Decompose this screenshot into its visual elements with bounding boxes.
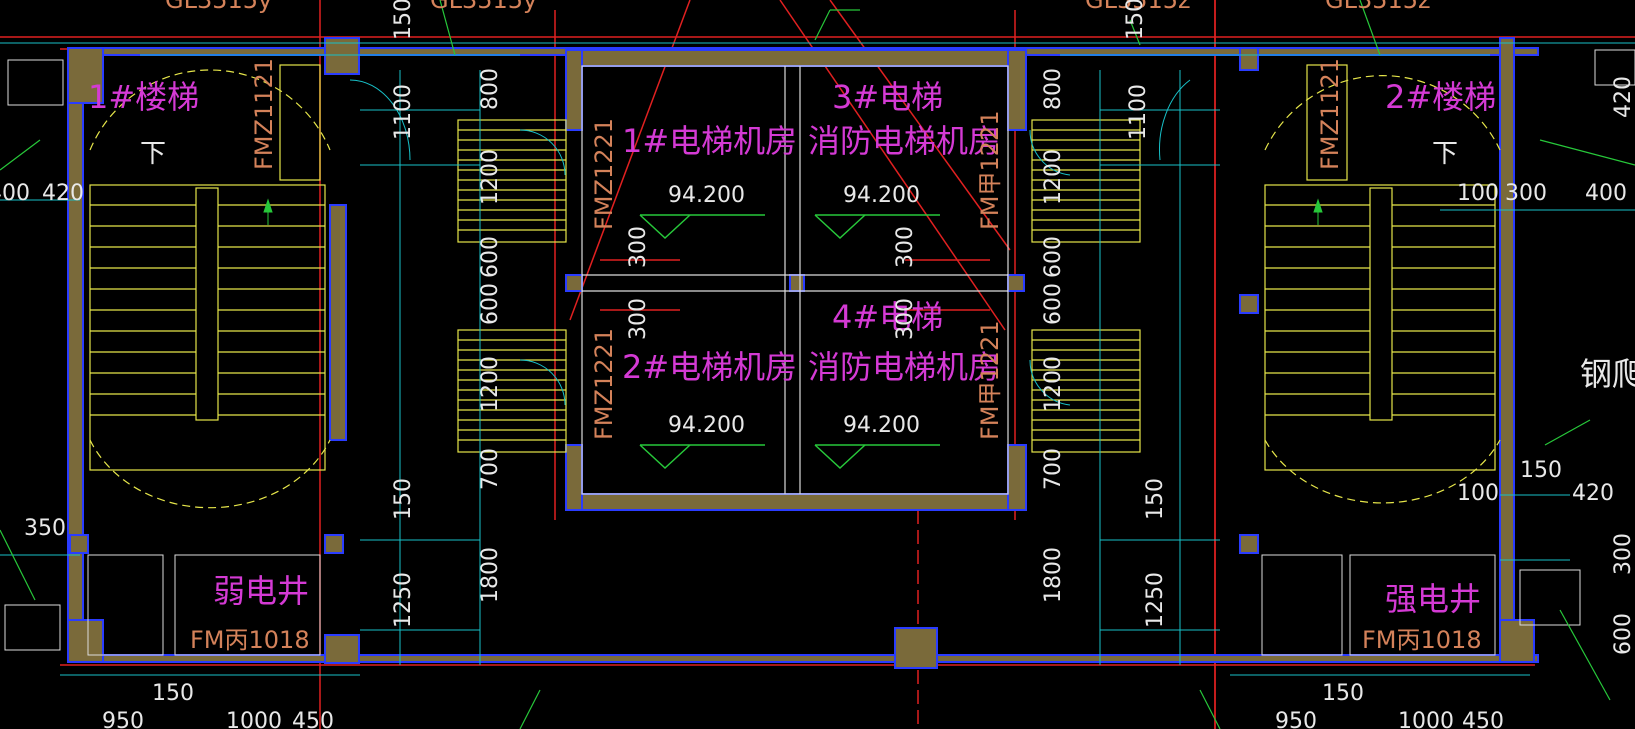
elevator-3-label: 3#电梯 xyxy=(832,78,943,116)
dim-700-left: 700 xyxy=(478,448,503,490)
stair-2-label: 2#楼梯 xyxy=(1385,78,1496,116)
dim-300-d: 300 xyxy=(893,298,918,340)
dim-1250-left: 1250 xyxy=(391,572,416,628)
door-sill xyxy=(1031,119,1141,243)
dim-bottom-950-right: 950 xyxy=(1275,709,1317,729)
dim-400-top-left: 400 xyxy=(0,181,30,206)
top-label-4: GL3515z xyxy=(1325,0,1431,14)
door-fmz1221-top: FMZ1221 xyxy=(590,118,618,230)
top-label-2: GL3515y xyxy=(430,0,537,14)
elevation-1: 94.200 xyxy=(668,183,745,208)
dim-bottom-450-right: 450 xyxy=(1462,709,1504,729)
dim-150-right-mid: 150 xyxy=(1520,458,1562,483)
top-label-1: GL3515y xyxy=(165,0,272,14)
dim-bottom-1000-right: 1000 xyxy=(1398,709,1454,729)
dim-100-right-1: 100 xyxy=(1457,181,1499,206)
dim-1200-left-2: 1200 xyxy=(478,356,503,412)
door-sill xyxy=(457,329,567,453)
dimension-lines xyxy=(0,42,1635,676)
door-fmz1121-right: FMZ1121 xyxy=(1316,58,1344,170)
elevation-2: 94.200 xyxy=(843,183,920,208)
stair-treads xyxy=(90,204,1495,416)
dim-bottom-150-left: 150 xyxy=(152,681,194,706)
white-labels: 下 下 钢爬 94.200 94.200 94.200 94.200 xyxy=(140,139,1635,438)
dim-700-right: 700 xyxy=(1041,448,1066,490)
dim-600-right-2: 600 xyxy=(1041,283,1066,325)
elevation-markers xyxy=(639,214,940,470)
dim-300-right-mid: 300 xyxy=(1611,533,1635,575)
dim-600-left-1: 600 xyxy=(478,236,503,278)
steel-ladder-label: 钢爬 xyxy=(1580,355,1635,393)
door-fmj1221-bottom: FM甲1221 xyxy=(976,320,1004,440)
dim-bottom-150-right: 150 xyxy=(1322,681,1364,706)
elevator-room-1-label: 1#电梯机房 xyxy=(622,122,797,160)
boundary-dashed xyxy=(4,49,1635,656)
room-labels: 1#楼梯 2#楼梯 1#电梯机房 3#电梯 消防电梯机房 4#电梯 2#电梯机房… xyxy=(88,78,1496,618)
dim-top-150-left: 150 xyxy=(391,0,416,40)
dim-1200-left-1: 1200 xyxy=(478,149,503,205)
door-fmz1121-left: FMZ1121 xyxy=(250,58,278,170)
door-fmb1018-left: FM丙1018 xyxy=(190,626,310,654)
dim-1200-right-1: 1200 xyxy=(1041,149,1066,205)
dim-150-left: 150 xyxy=(391,478,416,520)
elevator-4-label: 4#电梯 xyxy=(832,298,943,336)
dim-420-top-left: 420 xyxy=(42,181,84,206)
dim-1250-right: 1250 xyxy=(1143,572,1168,628)
stair-arrows xyxy=(263,198,1323,225)
dim-300-b: 300 xyxy=(626,298,651,340)
elevator-door-sills xyxy=(457,119,1141,453)
dim-1800-right: 1800 xyxy=(1041,547,1066,603)
dim-420-top-right: 420 xyxy=(1611,76,1635,118)
strong-shaft-label: 强电井 xyxy=(1385,580,1481,618)
door-labels: FMZ1121 FMZ1121 FMZ1221 FMZ1221 FM甲1221 … xyxy=(190,58,1482,654)
walls xyxy=(67,37,1539,669)
door-sill xyxy=(1031,329,1141,453)
dim-800-right: 800 xyxy=(1041,68,1066,110)
elevation-4: 94.200 xyxy=(843,413,920,438)
top-label-group: GL3515y GL3515y GL3515z GL3515z xyxy=(165,0,1431,14)
dim-1200-right-2: 1200 xyxy=(1041,356,1066,412)
dim-1100-left: 1100 xyxy=(391,84,416,140)
dim-600-right-1: 600 xyxy=(1041,236,1066,278)
dim-1100-right: 1100 xyxy=(1126,84,1151,140)
dim-1800-left: 1800 xyxy=(478,547,503,603)
dim-300-right-1: 300 xyxy=(1505,181,1547,206)
door-fmb1018-right: FM丙1018 xyxy=(1362,626,1482,654)
weak-shaft-label: 弱电井 xyxy=(213,572,309,610)
stair-landing-arcs xyxy=(89,69,1501,509)
top-label-3: GL3515z xyxy=(1085,0,1191,14)
dim-350: 350 xyxy=(24,516,66,541)
elevator-shaft-lines xyxy=(581,65,1009,495)
dim-bottom-1000-left: 1000 xyxy=(226,709,282,729)
fire-elevator-room-4-label: 消防电梯机房 xyxy=(808,348,1000,386)
door-fmz1221-bottom: FMZ1221 xyxy=(590,328,618,440)
stair-1-label: 1#楼梯 xyxy=(88,78,199,116)
stair-2-down-label: 下 xyxy=(1432,139,1458,169)
dim-300-c: 300 xyxy=(893,226,918,268)
door-sill xyxy=(457,119,567,243)
elevator-room-2-label: 2#电梯机房 xyxy=(622,348,797,386)
dim-420-right-mid: 420 xyxy=(1572,481,1614,506)
dim-800-left: 800 xyxy=(478,68,503,110)
dim-150-right: 150 xyxy=(1143,478,1168,520)
door-fmj1221-top: FM甲1221 xyxy=(976,110,1004,230)
dim-400-right-1: 400 xyxy=(1585,181,1627,206)
dim-top-150-right: 150 xyxy=(1123,0,1148,40)
stair-landings xyxy=(89,64,1496,471)
elevation-3: 94.200 xyxy=(668,413,745,438)
dim-bottom-450-left: 450 xyxy=(292,709,334,729)
stair-1-down-label: 下 xyxy=(140,139,166,169)
dim-600-right-bottom: 600 xyxy=(1611,613,1635,655)
dim-300-a: 300 xyxy=(626,226,651,268)
fire-elevator-room-3-label: 消防电梯机房 xyxy=(808,122,1000,160)
dim-600-left-2: 600 xyxy=(478,283,503,325)
dim-100-right-mid: 100 xyxy=(1457,481,1499,506)
dim-bottom-950-left: 950 xyxy=(102,709,144,729)
